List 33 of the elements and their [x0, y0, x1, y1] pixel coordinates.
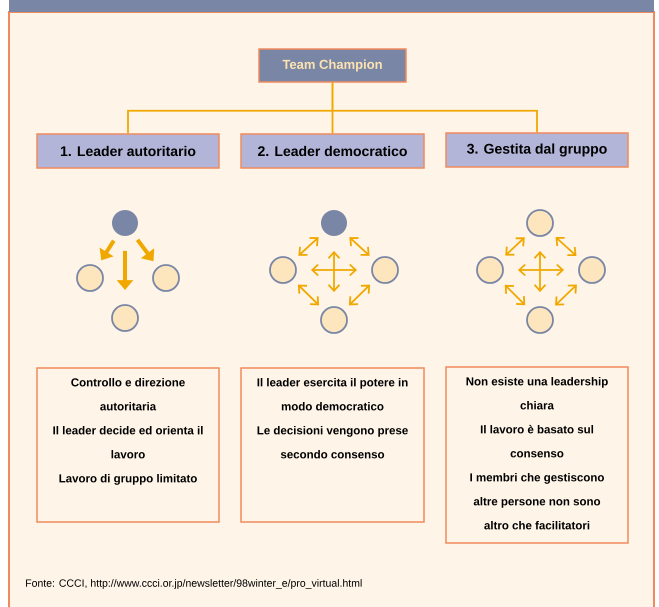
arrow	[328, 250, 340, 292]
circle	[476, 256, 504, 284]
source-note: Fonte: CCCI, http://www.ccci.or.jp/newsletter/98winter_e/pro_virtual.html	[26, 579, 362, 589]
circle	[111, 304, 139, 332]
arrow	[518, 264, 564, 276]
circle	[320, 306, 348, 334]
category-box: 3. Gestita dal gruppo	[445, 132, 629, 168]
circle	[578, 256, 606, 284]
description-box: Il leader esercita il potere in modo democratico Le decisioni vengono prese secondo consenso	[240, 367, 425, 523]
circle	[526, 306, 554, 334]
title-box: Team Champion	[258, 48, 407, 83]
arrow	[505, 237, 525, 256]
arrow	[534, 250, 546, 292]
arrow	[556, 236, 576, 256]
circle	[269, 256, 297, 284]
circle	[112, 210, 138, 236]
arrow	[348, 284, 370, 306]
description-box: Non esiste una leadership chiara Il lavoro è basato sul consenso I membri che gestiscono altre persone non sono altro che facilitatori	[445, 366, 629, 544]
circle	[371, 256, 399, 284]
arrow	[504, 284, 526, 306]
arrow	[298, 284, 320, 306]
category-box: 2. Leader democratico	[240, 133, 425, 169]
category-box: 1. Leader autoritario	[36, 133, 220, 169]
circle	[76, 264, 104, 292]
arrow	[298, 237, 319, 256]
arrow	[555, 284, 577, 306]
arrow	[349, 237, 370, 256]
circle	[321, 210, 347, 236]
arrow	[310, 264, 358, 276]
connector-line	[332, 82, 538, 132]
circle	[152, 264, 180, 292]
description-box: Controllo e direzione autoritaria Il leader decide ed orienta il lavoro Lavoro di gruppo limitato	[36, 367, 220, 523]
circle	[526, 209, 554, 237]
